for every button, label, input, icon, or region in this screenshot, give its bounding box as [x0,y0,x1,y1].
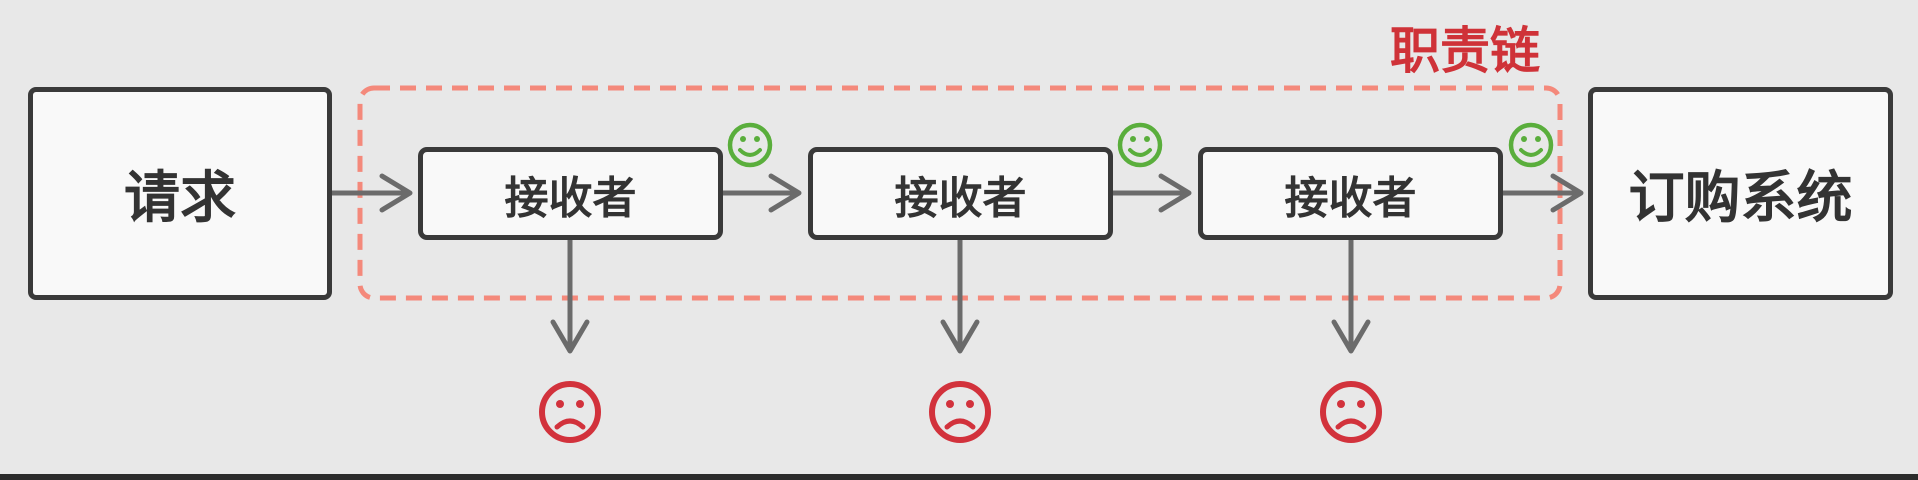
receiver-label: 接收者 [894,172,1027,224]
sad-face-icon [929,381,991,443]
receiver-box-2: 接收者 [808,147,1113,240]
arrowhead-receiver-1-down [550,319,590,354]
ordering-system-box: 订购系统 [1588,87,1893,300]
smiley-face-icon [1117,122,1163,168]
arrowhead-receiver-3-down [1331,319,1371,354]
chain-title: 职责链 [1390,22,1540,80]
horizontal-arrows [329,173,1584,213]
request-label: 请求 [124,166,236,231]
sad-face-icon [1320,381,1382,443]
bottom-border [0,474,1918,480]
arrowhead-request-to-receiver-1 [379,173,413,213]
sad-face-icon [539,381,601,443]
arrowhead-receiver-1-to-receiver-2 [768,173,802,213]
arrowhead-receiver-2-to-receiver-3 [1158,173,1192,213]
ordering-system-label: 订购系统 [1628,166,1853,231]
receiver-box-1: 接收者 [418,147,723,240]
receiver-label: 接收者 [504,172,637,224]
arrowhead-receiver-2-down [940,319,980,354]
request-box: 请求 [28,87,332,300]
smiley-face-icon [1508,122,1554,168]
receiver-label: 接收者 [1284,172,1417,224]
vertical-arrows [550,237,1371,354]
arrowhead-receiver-3-to-system [1550,173,1584,213]
smiley-face-icon [727,122,773,168]
receiver-box-3: 接收者 [1198,147,1503,240]
